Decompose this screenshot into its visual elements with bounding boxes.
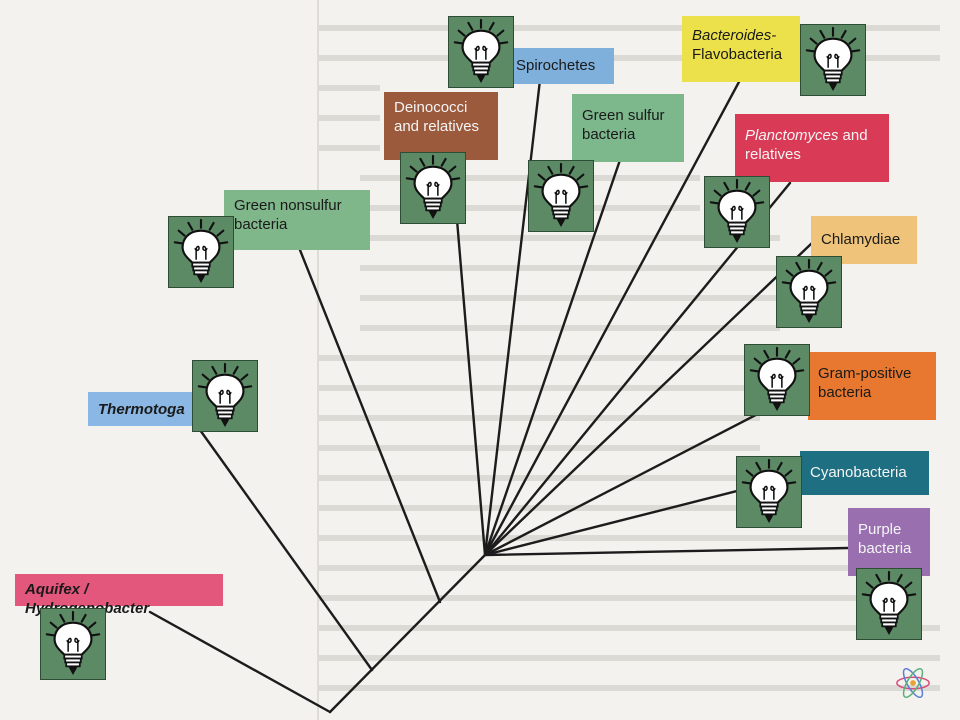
tree-branches bbox=[148, 78, 850, 714]
label-deinococci-line1: Deinococci bbox=[394, 99, 468, 116]
lightbulb-icon-green-sulfur[interactable] bbox=[528, 160, 594, 232]
label-deinococci-line2: and relatives bbox=[394, 118, 480, 135]
lightbulb-icon-chlamydiae[interactable] bbox=[776, 256, 842, 328]
branch-bacteroides bbox=[483, 78, 742, 557]
label-chlamydiae-text: Chlamydiae bbox=[821, 231, 901, 248]
lightbulb-icon-aquifex[interactable] bbox=[40, 608, 106, 680]
branch-aquifex bbox=[148, 610, 332, 714]
lightbulb-icon-planctomyces[interactable] bbox=[704, 176, 770, 248]
label-gram-positive-line2: bacteria bbox=[818, 384, 872, 401]
label-spirochetes: Spirochetes bbox=[506, 48, 614, 84]
label-gram-positive-line1: Gram-positive bbox=[818, 365, 912, 382]
label-planctomyces-line1b: and bbox=[838, 127, 868, 144]
label-gram-positive: Gram-positive bacteria bbox=[808, 352, 936, 420]
branch-purple bbox=[483, 546, 850, 557]
label-planctomyces: Planctomyces and relatives bbox=[735, 114, 889, 182]
lightbulb-icon-spirochetes[interactable] bbox=[448, 16, 514, 88]
lightbulb-icon-purple[interactable] bbox=[856, 568, 922, 640]
lightbulb-icon-deinococci[interactable] bbox=[400, 152, 466, 224]
lightbulb-icon-thermotoga[interactable] bbox=[192, 360, 258, 432]
label-cyanobacteria: Cyanobacteria bbox=[800, 451, 929, 495]
label-bacteroides: Bacteroides- Flavobacteria bbox=[682, 16, 800, 82]
label-green-nonsulfur-line2: bacteria bbox=[234, 216, 288, 233]
label-cyanobacteria-text: Cyanobacteria bbox=[810, 464, 907, 481]
lightbulb-icon-gram-positive[interactable] bbox=[744, 344, 810, 416]
atom-icon[interactable] bbox=[894, 664, 932, 702]
label-purple-line1: Purple bbox=[858, 521, 902, 538]
label-green-sulfur-line1: Green sulfur bbox=[582, 107, 665, 124]
label-purple: Purple bacteria bbox=[848, 508, 930, 576]
label-deinococci: Deinococci and relatives bbox=[384, 92, 498, 160]
label-aquifex: Aquifex / Hydrogenobacter bbox=[15, 574, 223, 617]
label-spirochetes-text: Spirochetes bbox=[516, 57, 596, 74]
label-planctomyces-line1: Planctomyces bbox=[745, 127, 839, 144]
branch-deinococci bbox=[450, 158, 487, 557]
label-bacteroides-line1: Bacteroides- bbox=[692, 27, 777, 44]
branch-green-sulfur bbox=[483, 158, 622, 557]
lightbulb-icon-green-nonsulfur[interactable] bbox=[168, 216, 234, 288]
label-green-nonsulfur: Green nonsulfur bacteria bbox=[224, 190, 370, 250]
branch-green-nonsulfur bbox=[298, 248, 442, 604]
label-green-sulfur: Green sulfur bacteria bbox=[572, 94, 684, 162]
label-bacteroides-line2: Flavobacteria bbox=[692, 46, 783, 63]
branch-chlamydiae bbox=[483, 241, 814, 557]
label-thermotoga: Thermotoga bbox=[88, 392, 192, 426]
label-purple-line2: bacteria bbox=[858, 540, 912, 557]
lightbulb-icon-bacteroides[interactable] bbox=[800, 24, 866, 96]
branch-spirochetes bbox=[483, 78, 542, 557]
label-planctomyces-line2: relatives bbox=[745, 146, 801, 163]
label-green-nonsulfur-line1: Green nonsulfur bbox=[234, 197, 342, 214]
lightbulb-icon-cyanobacteria[interactable] bbox=[736, 456, 802, 528]
label-thermotoga-text: Thermotoga bbox=[98, 401, 185, 418]
label-green-sulfur-line2: bacteria bbox=[582, 126, 636, 143]
branch-thermotoga bbox=[198, 428, 374, 672]
branch-root bbox=[328, 553, 487, 714]
